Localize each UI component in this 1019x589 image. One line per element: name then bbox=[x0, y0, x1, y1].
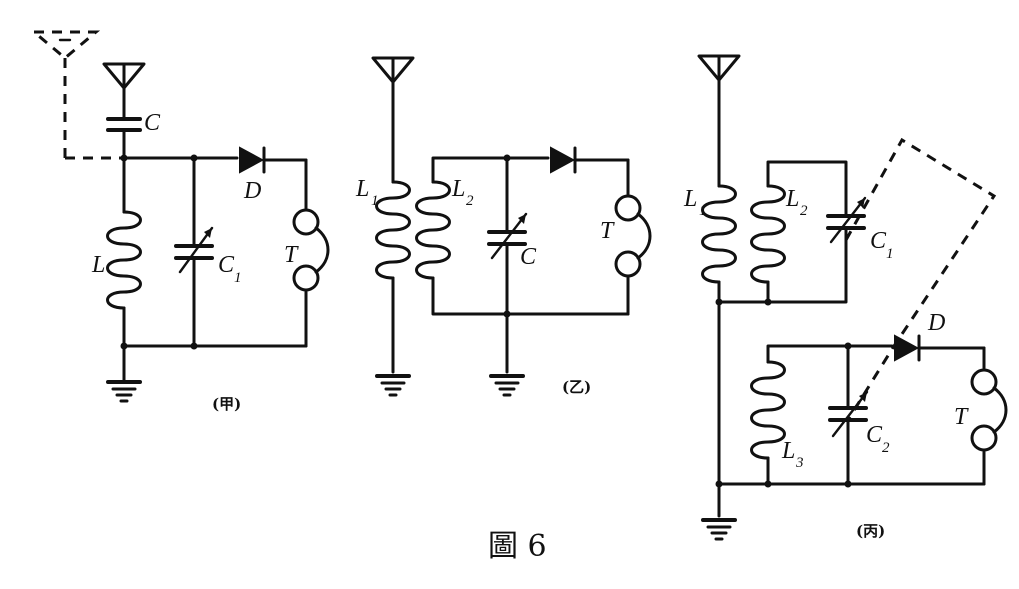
label-l1: L bbox=[355, 176, 369, 202]
label-t: T bbox=[954, 404, 969, 430]
label-l2: L bbox=[785, 186, 799, 212]
label-l2-sub: 2 bbox=[466, 193, 474, 209]
label-d: D bbox=[927, 310, 945, 336]
label-c: C bbox=[144, 110, 161, 136]
label-l1: L bbox=[683, 186, 697, 212]
panel-yi: L 1 L 2 C T (乙) bbox=[355, 56, 652, 397]
label-c1-sub: 1 bbox=[886, 246, 894, 262]
label-l3-sub: 3 bbox=[795, 455, 804, 471]
alternate-connection-dashed bbox=[844, 137, 997, 421]
panel-caption-bing: (丙) bbox=[856, 522, 885, 540]
headphone-t bbox=[970, 368, 1008, 452]
panel-caption-yi: (乙) bbox=[562, 378, 591, 396]
label-l3: L bbox=[781, 438, 795, 464]
diode bbox=[550, 146, 577, 174]
label-t: T bbox=[600, 218, 615, 244]
diode-d bbox=[239, 146, 266, 174]
label-l1-sub: 1 bbox=[699, 203, 707, 219]
ground-symbol bbox=[106, 380, 142, 403]
panel-jia: C L C 1 D T (甲) bbox=[29, 30, 330, 413]
alternate-antenna-dashed bbox=[29, 30, 124, 160]
label-l2: L bbox=[451, 176, 465, 202]
label-c1-sub: 1 bbox=[234, 270, 242, 286]
antenna-symbol bbox=[102, 62, 146, 90]
coil-l1 bbox=[701, 184, 737, 284]
variable-capacitor-c1 bbox=[826, 196, 867, 244]
coil-l2 bbox=[750, 184, 786, 284]
label-l: L bbox=[91, 252, 105, 278]
label-c2: C bbox=[866, 422, 883, 448]
figure-caption: 圖 6 bbox=[488, 529, 547, 564]
variable-capacitor-c1 bbox=[174, 226, 214, 274]
panel-caption-jia: (甲) bbox=[212, 395, 241, 413]
label-c1: C bbox=[218, 252, 235, 278]
label-l1-sub: 1 bbox=[371, 193, 379, 209]
capacitor-c bbox=[106, 117, 142, 132]
coil-l3 bbox=[750, 360, 786, 460]
label-t: T bbox=[284, 242, 299, 268]
coil-l bbox=[106, 210, 142, 310]
headphone-t bbox=[614, 194, 652, 278]
coil-l2 bbox=[415, 180, 451, 280]
label-d: D bbox=[243, 178, 261, 204]
antenna-symbol bbox=[697, 54, 741, 82]
label-c1: C bbox=[870, 228, 887, 254]
ground-symbol bbox=[701, 518, 737, 541]
label-l2-sub: 2 bbox=[800, 203, 808, 219]
label-c2-sub: 2 bbox=[882, 440, 890, 456]
ground-symbol bbox=[375, 374, 411, 397]
diode-d bbox=[894, 334, 921, 362]
panel-bing: L 1 L 2 C 1 L 3 C 2 D T (丙) bbox=[683, 54, 1008, 541]
variable-capacitor-c bbox=[487, 212, 528, 260]
antenna-symbol bbox=[371, 56, 415, 84]
coil-l1 bbox=[375, 180, 411, 280]
label-c: C bbox=[520, 244, 537, 270]
headphone-t bbox=[292, 208, 330, 292]
ground-symbol bbox=[489, 374, 525, 397]
